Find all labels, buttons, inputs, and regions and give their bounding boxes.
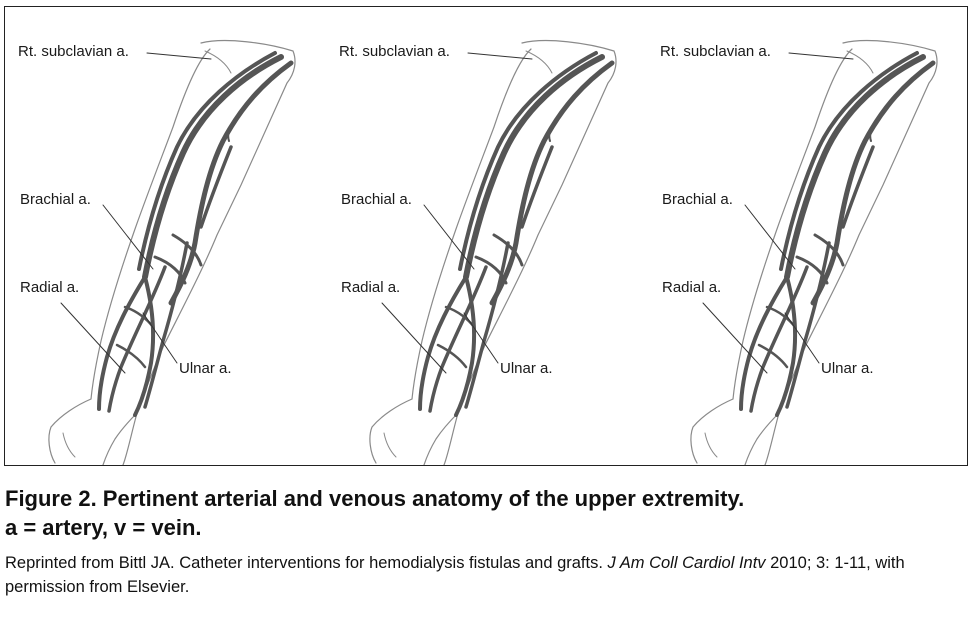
arm-outline — [62, 432, 76, 458]
vein-path — [171, 233, 203, 267]
artery-path — [97, 275, 147, 411]
label-subclavian: Rt. subclavian a. — [18, 43, 129, 60]
artery-path — [142, 54, 284, 280]
vein-path — [489, 60, 615, 306]
reference-text: Reprinted from Bittl JA. Catheter interv… — [5, 554, 608, 572]
label-radial: Radial a. — [662, 279, 722, 296]
label-ulnar: Ulnar a. — [821, 360, 874, 377]
artery-path — [137, 51, 277, 271]
label-leader-line — [60, 302, 126, 374]
vein-path — [107, 265, 167, 413]
vein-path — [795, 255, 829, 285]
vein-path — [813, 233, 845, 267]
artery-path — [418, 275, 468, 411]
vein-path — [757, 343, 789, 369]
label-leader-line — [744, 204, 796, 270]
label-ulnar: Ulnar a. — [500, 360, 553, 377]
label-leader-line — [463, 312, 499, 364]
caption-title-line-1: Figure 2. Pertinent arterial and venous … — [5, 486, 745, 511]
vein-path — [869, 124, 876, 142]
label-leader-line — [467, 52, 533, 60]
vein-path — [168, 60, 294, 306]
arm-outline — [744, 412, 780, 465]
label-subclavian: Rt. subclavian a. — [660, 43, 771, 60]
arm-outline — [369, 398, 413, 464]
label-radial: Radial a. — [20, 279, 80, 296]
vein-path — [810, 60, 936, 306]
artery-path — [779, 51, 919, 271]
label-brachial: Brachial a. — [341, 191, 412, 208]
arm-illustration-1 — [48, 39, 296, 465]
label-leader-line — [788, 52, 854, 60]
label-ulnar: Ulnar a. — [179, 360, 232, 377]
anatomy-panel-2: Rt. subclavian a. Brachial a. Radial a. … — [326, 7, 647, 465]
artery-path — [458, 51, 598, 271]
figure-caption-reference: Reprinted from Bittl JA. Catheter interv… — [5, 551, 973, 599]
label-leader-line — [381, 302, 447, 374]
vein-path — [749, 265, 809, 413]
vein-path — [464, 241, 510, 409]
arm-outline — [525, 50, 553, 74]
vein-path — [785, 241, 831, 409]
vein-path — [115, 343, 147, 369]
arm-outline — [690, 398, 734, 464]
arm-outline — [204, 50, 232, 74]
label-brachial: Brachial a. — [20, 191, 91, 208]
label-leader-line — [423, 204, 475, 270]
vein-path — [520, 145, 554, 229]
reference-citation: 2010; 3: 1-11, with permission from Else… — [5, 554, 905, 596]
label-subclavian: Rt. subclavian a. — [339, 43, 450, 60]
arm-illustration-3 — [690, 39, 938, 465]
arm-outline — [90, 48, 211, 400]
vein-path — [841, 145, 875, 229]
anatomy-panel-3: Rt. subclavian a. Brachial a. Radial a. … — [647, 7, 967, 465]
arm-outline — [411, 48, 532, 400]
artery-path — [784, 54, 926, 280]
vein-path — [143, 241, 189, 409]
vein-path — [436, 343, 468, 369]
vein-path — [492, 233, 524, 267]
label-leader-line — [102, 204, 154, 270]
figure-caption-title: Figure 2. Pertinent arterial and venous … — [5, 484, 970, 542]
label-leader-line — [142, 312, 178, 364]
vein-path — [227, 124, 234, 142]
label-radial: Radial a. — [341, 279, 401, 296]
journal-name: J Am Coll Cardiol Intv — [607, 554, 766, 572]
arm-outline — [846, 50, 874, 74]
label-leader-line — [146, 52, 212, 60]
caption-title-line-2: a = artery, v = vein. — [5, 515, 202, 540]
arm-outline — [383, 432, 397, 458]
arm-outline — [48, 398, 92, 464]
arm-outline — [102, 412, 138, 465]
figure-frame: Rt. subclavian a. Brachial a. Radial a. … — [4, 6, 968, 466]
vein-path — [428, 265, 488, 413]
arm-outline — [704, 432, 718, 458]
artery-path — [739, 275, 789, 411]
vein-path — [199, 145, 233, 229]
arm-illustration-2 — [369, 39, 617, 465]
vein-path — [548, 124, 555, 142]
vein-path — [153, 255, 187, 285]
label-brachial: Brachial a. — [662, 191, 733, 208]
arm-outline — [732, 48, 853, 400]
vein-path — [474, 255, 508, 285]
arm-outline — [423, 412, 459, 465]
anatomy-panel-1: Rt. subclavian a. Brachial a. Radial a. … — [5, 7, 326, 465]
label-leader-line — [784, 312, 820, 364]
label-leader-line — [702, 302, 768, 374]
artery-path — [463, 54, 605, 280]
